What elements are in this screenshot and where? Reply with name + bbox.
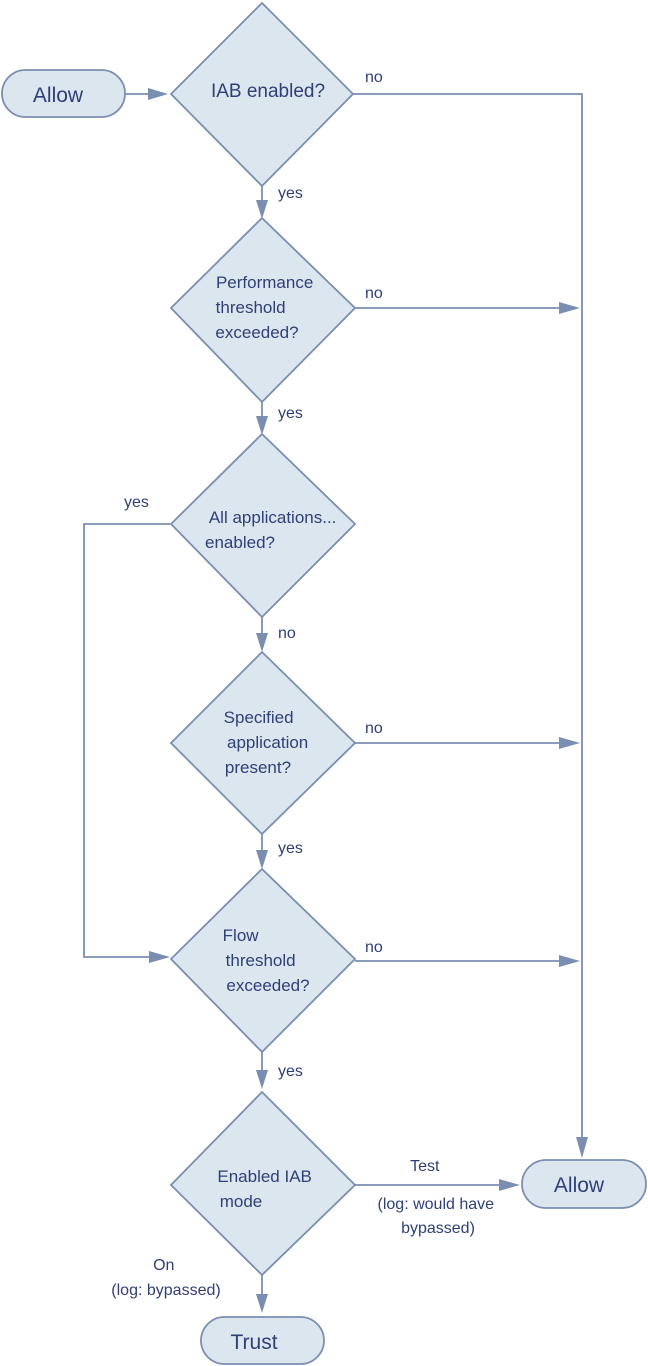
decision-performance-threshold <box>169 216 357 404</box>
arrowhead <box>559 302 580 314</box>
decision-specified-application-label: Specified application present? <box>224 708 313 777</box>
decision-iab-enabled-label: IAB enabled? <box>211 81 325 102</box>
edge-label-mode-on: On (log: bypassed) <box>111 1257 220 1299</box>
start-allow-label: Allow <box>33 84 84 107</box>
edge-no-trunk <box>353 93 583 1140</box>
decision-performance-threshold-label: Performance threshold exceeded? <box>215 273 318 342</box>
arrowhead <box>256 1070 268 1089</box>
decision-all-applications <box>169 432 357 619</box>
arrowhead <box>576 1137 588 1158</box>
edge-label-specified-yes: yes <box>278 840 303 857</box>
edge-label-all-apps-no: no <box>278 625 296 642</box>
edge-label-flow-no: no <box>365 939 383 956</box>
edge-all-apps-yes <box>83 523 170 958</box>
arrowhead <box>256 1294 268 1313</box>
decision-flow-threshold-label: Flow threshold exceeded? <box>223 926 310 995</box>
arrowhead <box>148 88 168 100</box>
edge-label-flow-yes: yes <box>278 1063 303 1080</box>
edge-label-all-apps-yes: yes <box>124 494 149 511</box>
edge-label-specified-no: no <box>365 720 383 737</box>
decision-enabled-iab-mode <box>169 1090 357 1277</box>
decision-flow-threshold <box>169 867 357 1054</box>
arrowhead <box>559 955 580 967</box>
start-allow-node <box>1 69 126 118</box>
edge-label-performance-no: no <box>365 285 383 302</box>
arrowhead <box>499 1179 520 1191</box>
decision-enabled-iab-mode-label: Enabled IAB mode <box>217 1167 316 1211</box>
edge-label-iab-no: no <box>365 69 383 86</box>
decision-specified-application <box>169 650 357 836</box>
decision-all-applications-label: All applications... enabled? <box>205 508 341 552</box>
edge-label-iab-yes: yes <box>278 185 303 202</box>
end-trust-node <box>200 1316 325 1365</box>
arrowhead <box>559 737 580 749</box>
arrowhead <box>256 850 268 869</box>
arrowhead <box>256 200 268 219</box>
end-trust-label: Trust <box>230 1331 277 1354</box>
arrowhead <box>149 951 170 963</box>
arrowhead <box>256 416 268 435</box>
end-allow-label: Allow <box>554 1174 605 1197</box>
edge-label-mode-test: Test (log: would have bypassed) <box>378 1158 499 1237</box>
decision-iab-enabled <box>169 1 355 188</box>
end-allow-node <box>521 1159 647 1209</box>
arrowhead <box>256 633 268 652</box>
edge-label-performance-yes: yes <box>278 405 303 422</box>
